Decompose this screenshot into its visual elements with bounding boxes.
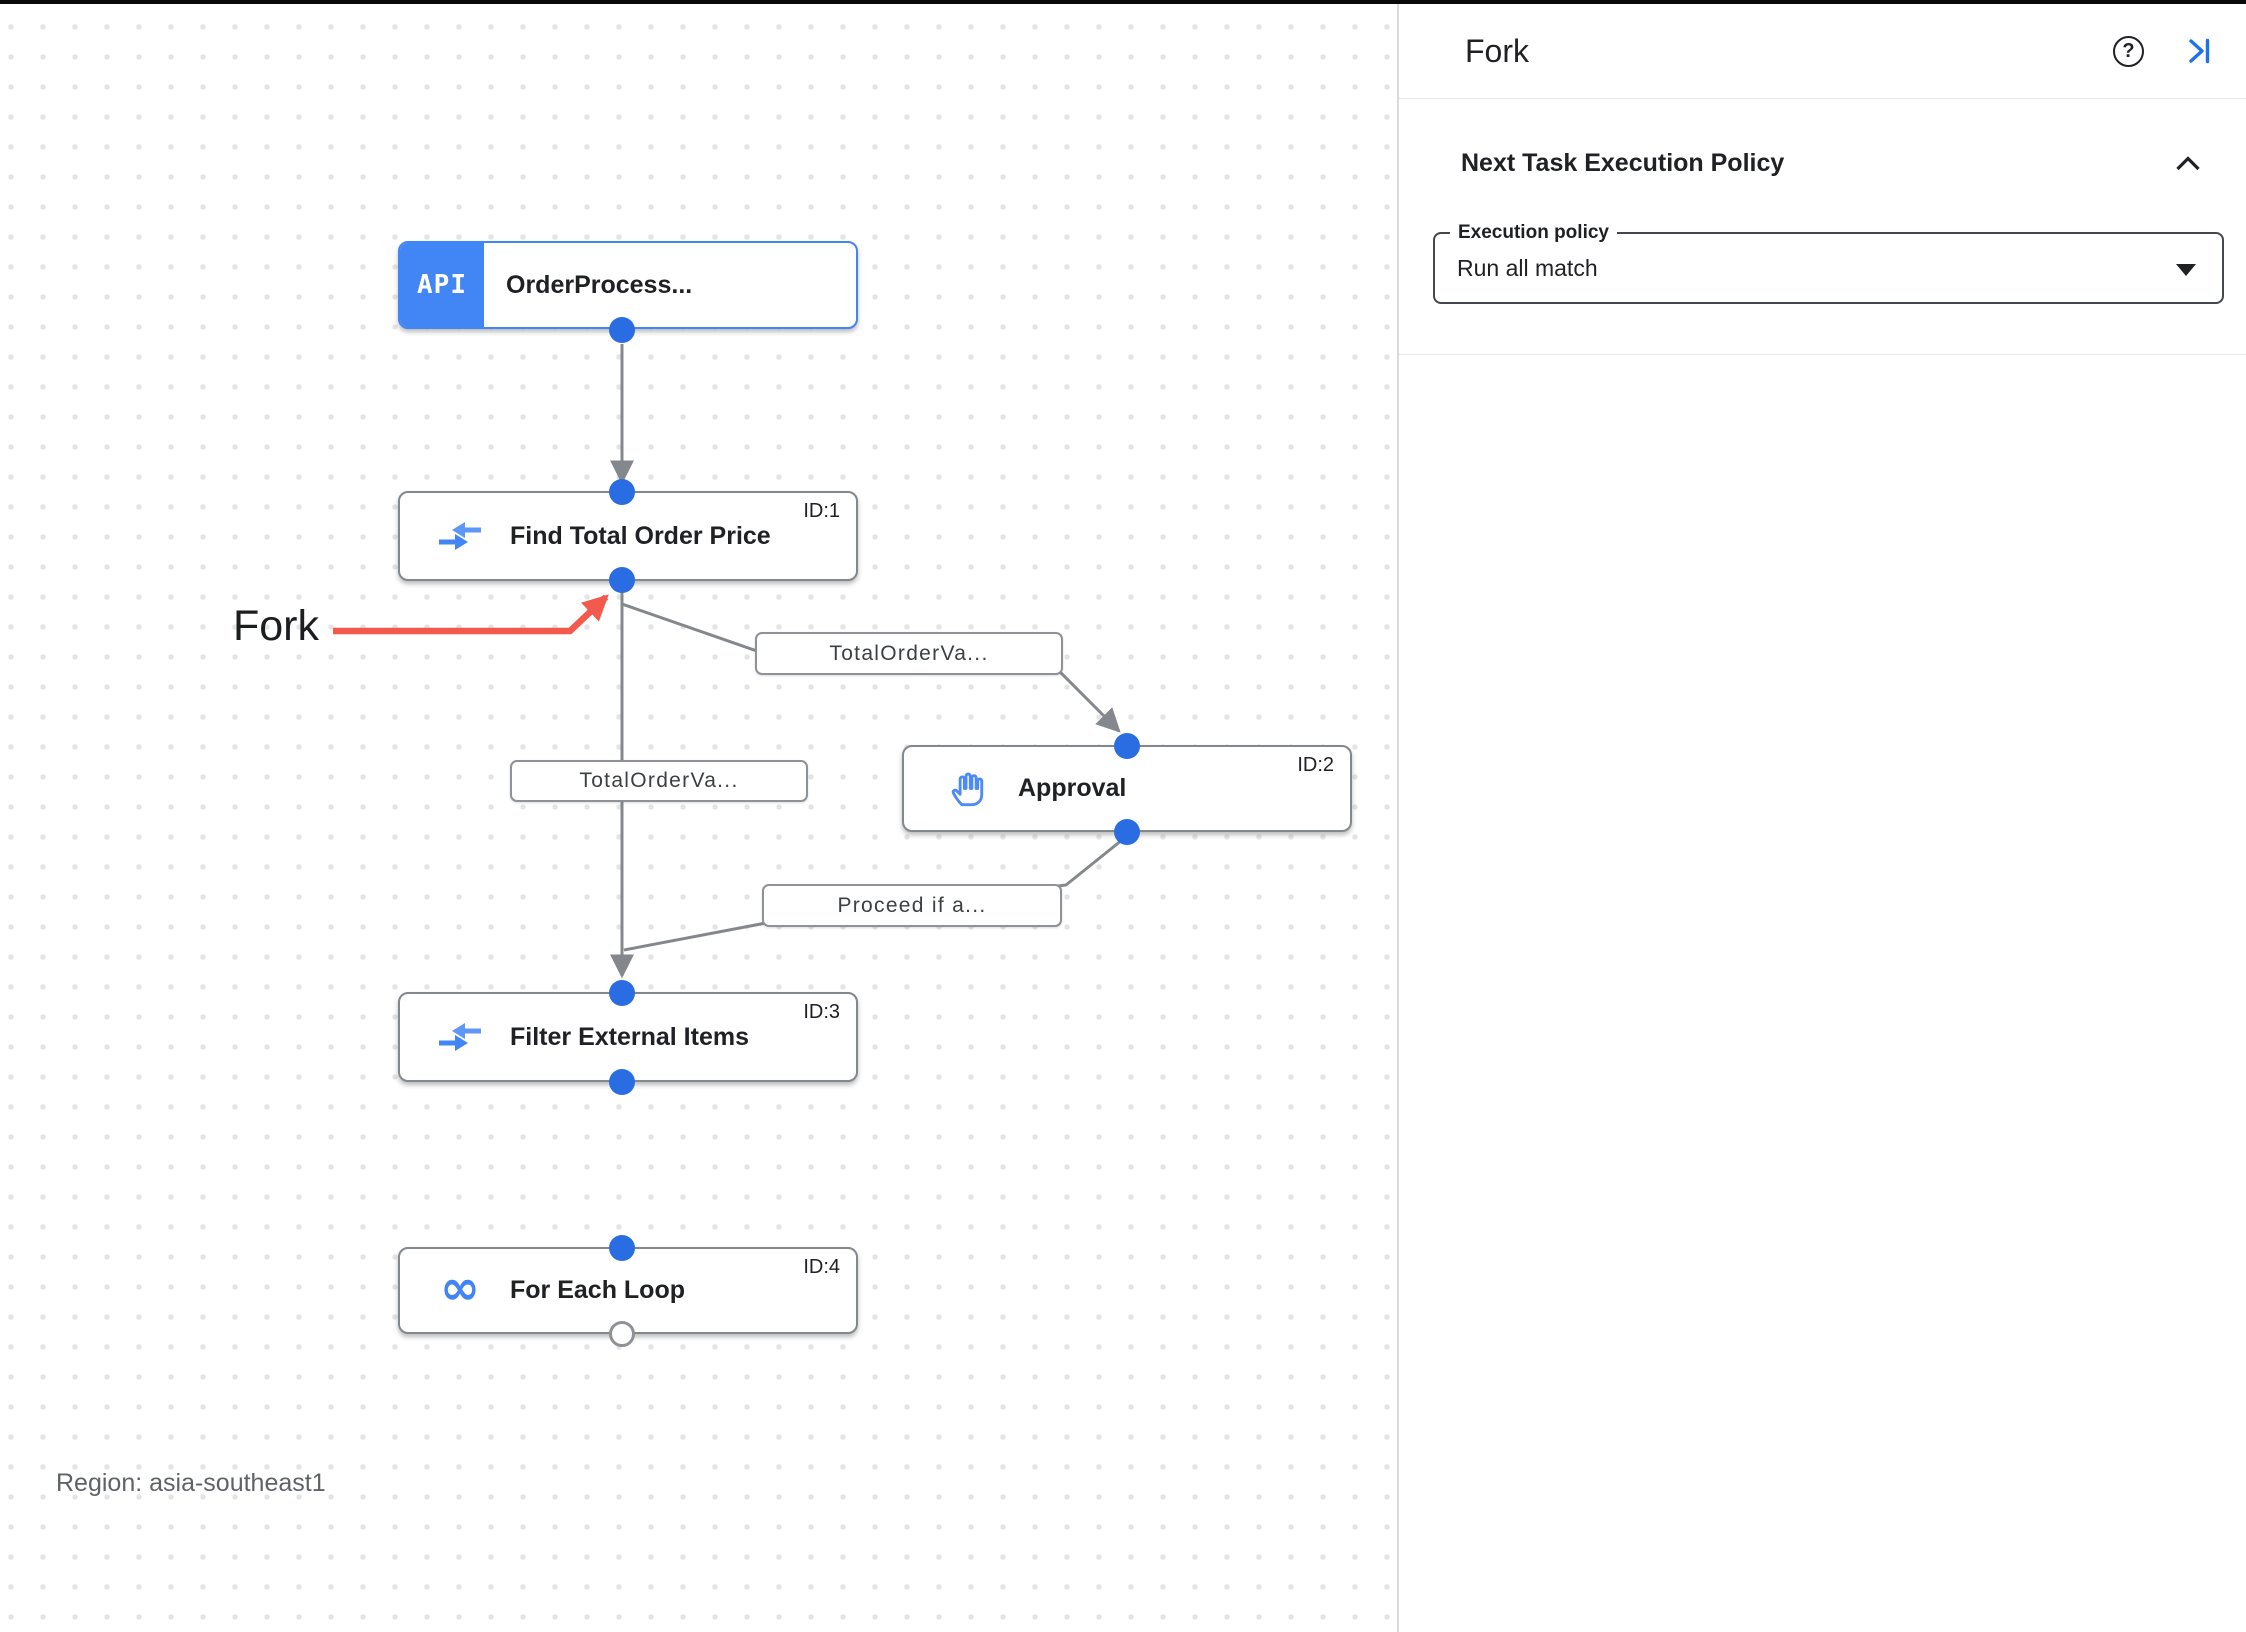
data-mapping-icon (436, 1017, 484, 1057)
node-id-badge: ID:4 (803, 1256, 840, 1278)
dropdown-caret-icon (2176, 264, 2196, 276)
node-filter-external-items[interactable]: ID:3 Filter External Items (398, 992, 858, 1082)
edge-condition-label: Proceed if a... (837, 893, 987, 917)
loop-icon-glyph: ∞ (440, 1259, 480, 1316)
panel-header: Fork ? (1399, 4, 2246, 99)
api-trigger-icon: API (400, 243, 484, 327)
edge-condition-to-filter[interactable]: TotalOrderVa... (510, 760, 808, 802)
node-id-badge: ID:1 (803, 500, 840, 522)
help-icon: ? (2122, 39, 2135, 62)
node-approval[interactable]: ID:2 Approval (902, 745, 1352, 832)
collapse-panel-icon (2189, 38, 2210, 64)
hand-icon (944, 769, 992, 809)
data-mapping-icon (436, 516, 484, 556)
loop-icon: ∞ (436, 1259, 484, 1316)
edge-condition-label: TotalOrderVa... (829, 641, 989, 665)
region-label: Region: asia-southeast1 (56, 1469, 326, 1497)
section-title: Next Task Execution Policy (1461, 149, 1785, 177)
node-label: Find Total Order Price (510, 521, 771, 550)
execution-policy-selected-value: Run all match (1457, 255, 1598, 281)
node-id-badge: ID:2 (1297, 754, 1334, 776)
workflow-canvas[interactable]: API OrderProcess... ID:1 Find Total Orde… (0, 4, 1397, 1632)
help-button[interactable]: ? (2113, 35, 2144, 67)
fork-annotation-arrow (333, 594, 609, 635)
edge-condition-to-approval[interactable]: TotalOrderVa... (755, 632, 1063, 675)
fork-annotation-text: Fork (233, 602, 319, 650)
edge-condition-from-approval[interactable]: Proceed if a... (762, 884, 1062, 927)
node-label: Approval (1018, 774, 1127, 802)
collapse-panel-button[interactable] (2184, 35, 2216, 67)
node-find-total-order-price[interactable]: ID:1 Find Total Order Price (398, 491, 858, 581)
node-id-badge: ID:3 (803, 1001, 840, 1023)
node-label: Filter External Items (510, 1022, 749, 1051)
chevron-up-icon (2176, 156, 2200, 171)
execution-policy-select[interactable]: Execution policy Run all match (1433, 222, 2224, 304)
node-for-each-loop[interactable]: ID:4 ∞ For Each Loop (398, 1247, 858, 1334)
panel-divider (1399, 354, 2246, 355)
node-trigger-orderprocess[interactable]: API OrderProcess... (398, 241, 858, 329)
section-next-task-execution-policy[interactable]: Next Task Execution Policy (1461, 149, 2202, 178)
api-trigger-icon-text: API (417, 270, 467, 300)
edge-condition-label: TotalOrderVa... (579, 769, 739, 792)
panel-title: Fork (1465, 32, 1529, 69)
node-label: OrderProcess... (506, 270, 693, 299)
top-border (0, 0, 2246, 4)
node-label: For Each Loop (510, 1276, 685, 1304)
execution-policy-field-label: Execution policy (1450, 222, 1617, 244)
config-panel: Fork ? Next Task Execution Policy Execut… (1397, 4, 2246, 1632)
